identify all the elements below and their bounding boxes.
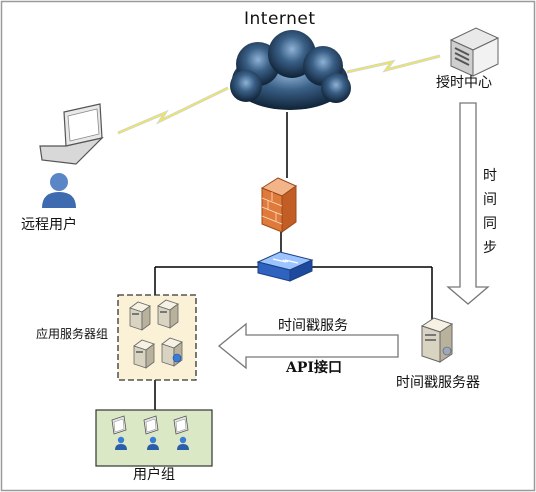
timestamp-service-label: 时间戳服务 [278, 318, 348, 334]
user-icon [42, 173, 76, 208]
internet-label: Internet [244, 9, 316, 29]
server-icon [420, 317, 454, 363]
remote-user-label: 远程用户 [21, 217, 77, 233]
network-links [154, 112, 433, 410]
time-sync-label: 时间同步 [483, 168, 497, 256]
app-servers-label: 应用服务器组 [36, 327, 109, 341]
workstation-icon [173, 415, 189, 450]
server-icon [133, 339, 155, 369]
firewall-icon [260, 177, 298, 233]
lightning-icon [346, 54, 441, 74]
server-icon [129, 301, 151, 331]
server-icon [157, 299, 179, 329]
api-label: API接口 [286, 360, 342, 376]
workstation-icon [143, 415, 159, 450]
arrow-icon [217, 322, 399, 370]
cloud-icon [230, 30, 351, 110]
lightning-icon [117, 86, 229, 135]
time-authority-server-icon [449, 27, 500, 77]
server-icon [161, 337, 183, 367]
laptop-icon [39, 103, 104, 165]
arrow-icon [446, 102, 490, 305]
timestamp-server-label: 时间戳服务器 [396, 375, 480, 391]
time-authority-label: 授时中心 [436, 75, 492, 91]
workstation-icon [111, 415, 127, 450]
user-group-label: 用户组 [133, 467, 175, 483]
switch-icon [256, 251, 314, 282]
